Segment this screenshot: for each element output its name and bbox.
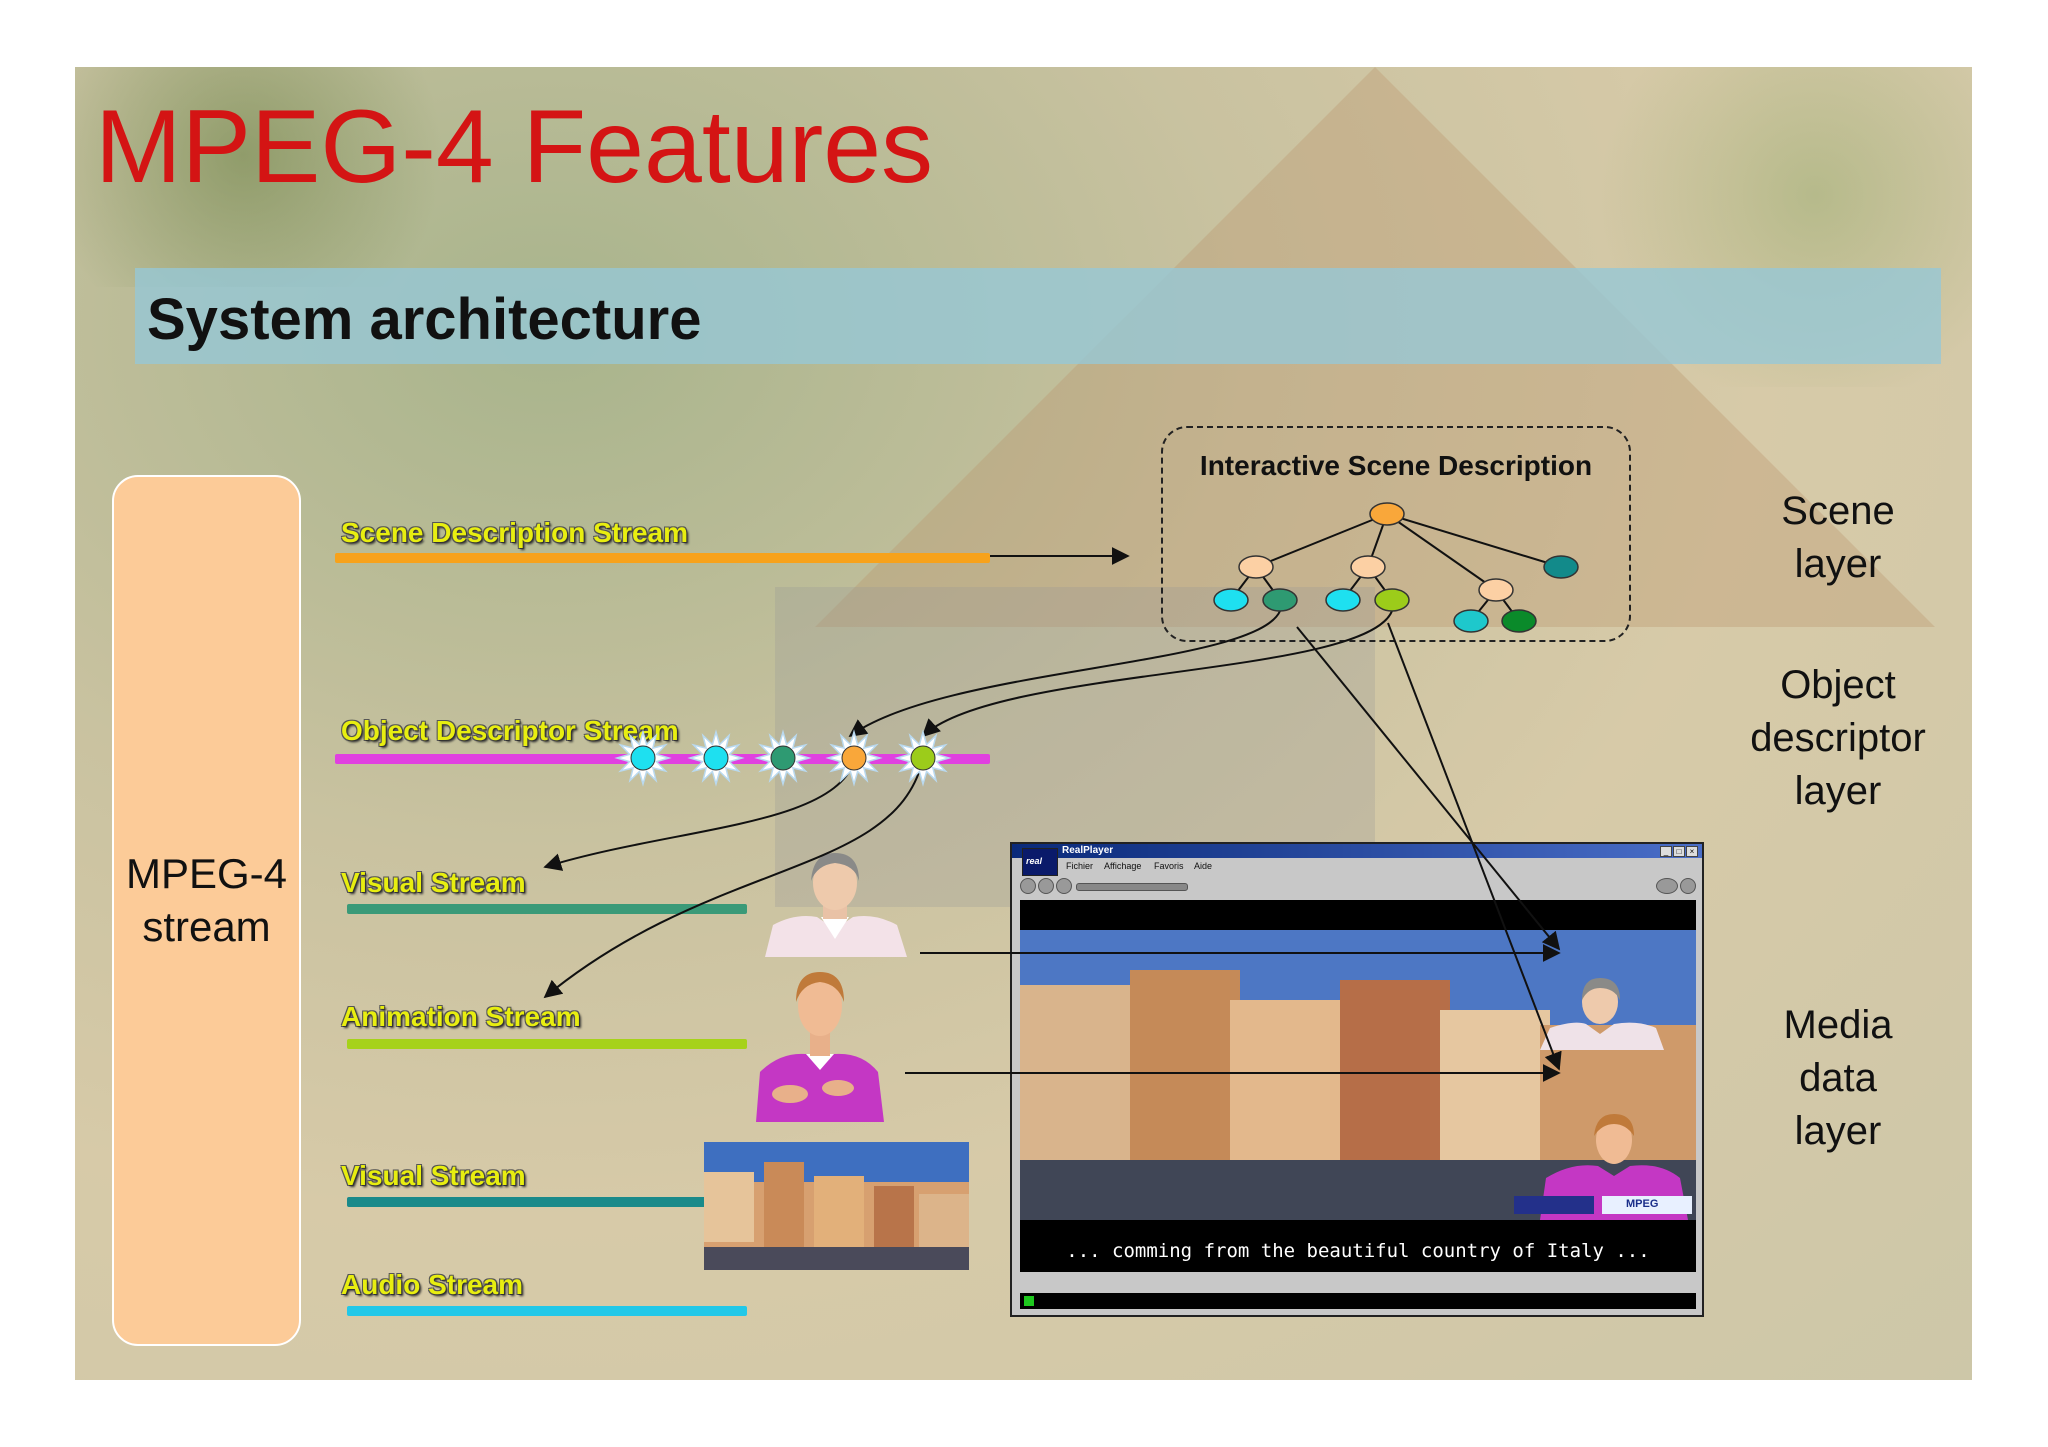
- menu-fichier[interactable]: Fichier: [1066, 861, 1094, 871]
- menu-affichage[interactable]: Affichage: [1104, 861, 1142, 871]
- slide-title: MPEG-4 Features: [95, 89, 934, 205]
- presenter-figure: [765, 853, 907, 957]
- menu-aide[interactable]: Aide: [1194, 861, 1213, 871]
- harbour-photo-thumbnail: [704, 1142, 969, 1270]
- status-indicator: [1024, 1296, 1034, 1306]
- subtitle-bar: System architecture: [135, 268, 1941, 364]
- player-status-bar: [1020, 1293, 1696, 1309]
- background-foliage: [75, 67, 495, 287]
- stream-label-visual-2: Visual Stream: [341, 1160, 526, 1191]
- volume-button[interactable]: [1656, 878, 1678, 894]
- scene-description-box: Interactive Scene Description: [1161, 426, 1631, 642]
- animated-avatar: [750, 962, 890, 1127]
- slide: MPEG-4 Features System architecture MPEG…: [75, 67, 1972, 1380]
- stream-label-audio: Audio Stream: [341, 1269, 524, 1300]
- od-stream-bar: [335, 754, 990, 764]
- player-title: RealPlayer: [1062, 845, 1114, 856]
- mpeg4-stream-box: MPEG-4 stream: [112, 475, 301, 1346]
- minimize-button[interactable]: _: [1660, 846, 1672, 857]
- mpeg4-stream-label: MPEG-4 stream: [125, 850, 288, 951]
- real-logo: real: [1022, 848, 1058, 876]
- scene-description-title: Interactive Scene Description: [1199, 450, 1593, 481]
- harbour-photo: [704, 1142, 969, 1270]
- menu-favoris[interactable]: Favoris: [1154, 861, 1184, 871]
- player-screen: MPEG ... comming from the beautiful coun…: [1020, 900, 1696, 1272]
- animation-stream-bar: [347, 1039, 747, 1049]
- scene-stream-bar: [335, 553, 990, 563]
- stream-label-object-descriptor: Object Descriptor Stream: [341, 715, 679, 746]
- visual-stream-bar-2: [347, 1197, 747, 1207]
- audio-stream-bar: [347, 1306, 747, 1316]
- pause-button[interactable]: [1038, 878, 1054, 894]
- close-button[interactable]: ×: [1686, 846, 1698, 857]
- scene-layer-label: Scene layer: [1781, 489, 1895, 586]
- maximize-button[interactable]: □: [1673, 846, 1685, 857]
- object-descriptor-layer-label: Object descriptor layer: [1750, 663, 1926, 813]
- mute-button[interactable]: [1680, 878, 1696, 894]
- mpeg-logo: MPEG: [1626, 1198, 1659, 1210]
- stream-label-visual: Visual Stream: [341, 867, 526, 898]
- seek-bar[interactable]: [1076, 883, 1188, 891]
- harbour-video: [1020, 930, 1696, 1220]
- video-caption: ... comming from the beautiful country o…: [1066, 1240, 1650, 1262]
- video-frame: MPEG: [1020, 930, 1696, 1220]
- stop-button[interactable]: [1056, 878, 1072, 894]
- real-logo-text: real: [1026, 856, 1043, 866]
- avatar-figure: [756, 972, 884, 1122]
- media-layer-label: Media data layer: [1783, 1003, 1893, 1153]
- presenter-video-thumbnail: [755, 847, 915, 957]
- play-button[interactable]: [1020, 878, 1036, 894]
- stream-label-scene: Scene Description Stream: [341, 517, 689, 548]
- realplayer-window: RealPlayer _ □ × real Fichier Affichage …: [1010, 842, 1704, 1317]
- stream-label-animation: Animation Stream: [341, 1001, 581, 1032]
- player-titlebar: RealPlayer _ □ ×: [1012, 844, 1702, 858]
- visual-stream-bar: [347, 904, 747, 914]
- slide-subtitle: System architecture: [147, 287, 702, 352]
